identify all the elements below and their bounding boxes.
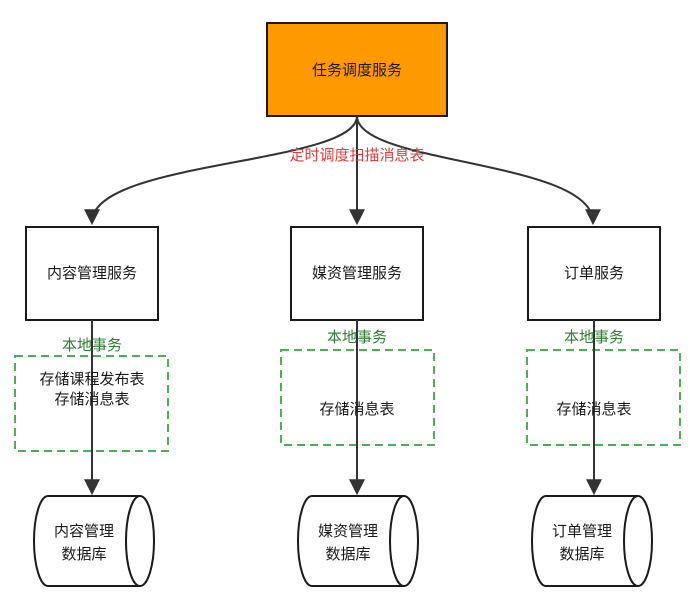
content-database xyxy=(33,495,155,587)
media-db-line-2: 数据库 xyxy=(325,545,370,563)
media-service-box xyxy=(290,226,424,321)
schedule-label: 定时调度扫描消息表 xyxy=(289,146,424,164)
arrow-to-order-service xyxy=(356,115,601,226)
content-service-label: 内容管理服务 xyxy=(47,264,137,282)
content-service-box xyxy=(25,226,159,321)
order-tx-line-1: 存储消息表 xyxy=(556,400,631,418)
content-tx-line-2: 存储消息表 xyxy=(54,390,129,408)
order-database xyxy=(531,495,653,587)
media-db-line-1: 媒资管理 xyxy=(318,522,378,540)
media-tx-line-1: 存储消息表 xyxy=(319,400,394,418)
content-db-line-2: 数据库 xyxy=(61,545,106,563)
order-tx-box xyxy=(526,349,681,446)
order-service-box xyxy=(527,226,661,321)
order-db-line-2: 数据库 xyxy=(559,545,604,563)
scheduler-label: 任务调度服务 xyxy=(312,61,402,79)
scheduler-box xyxy=(266,22,448,117)
arrow-to-content-service xyxy=(84,115,358,226)
order-db-line-1: 订单管理 xyxy=(552,522,612,540)
media-tx-box xyxy=(280,349,435,446)
content-db-line-1: 内容管理 xyxy=(54,522,114,540)
content-tx-box xyxy=(14,355,169,452)
order-service-label: 订单服务 xyxy=(564,264,624,282)
media-service-label: 媒资管理服务 xyxy=(312,264,402,282)
content-tx-line-1: 存储课程发布表 xyxy=(39,370,144,388)
media-database xyxy=(297,495,419,587)
